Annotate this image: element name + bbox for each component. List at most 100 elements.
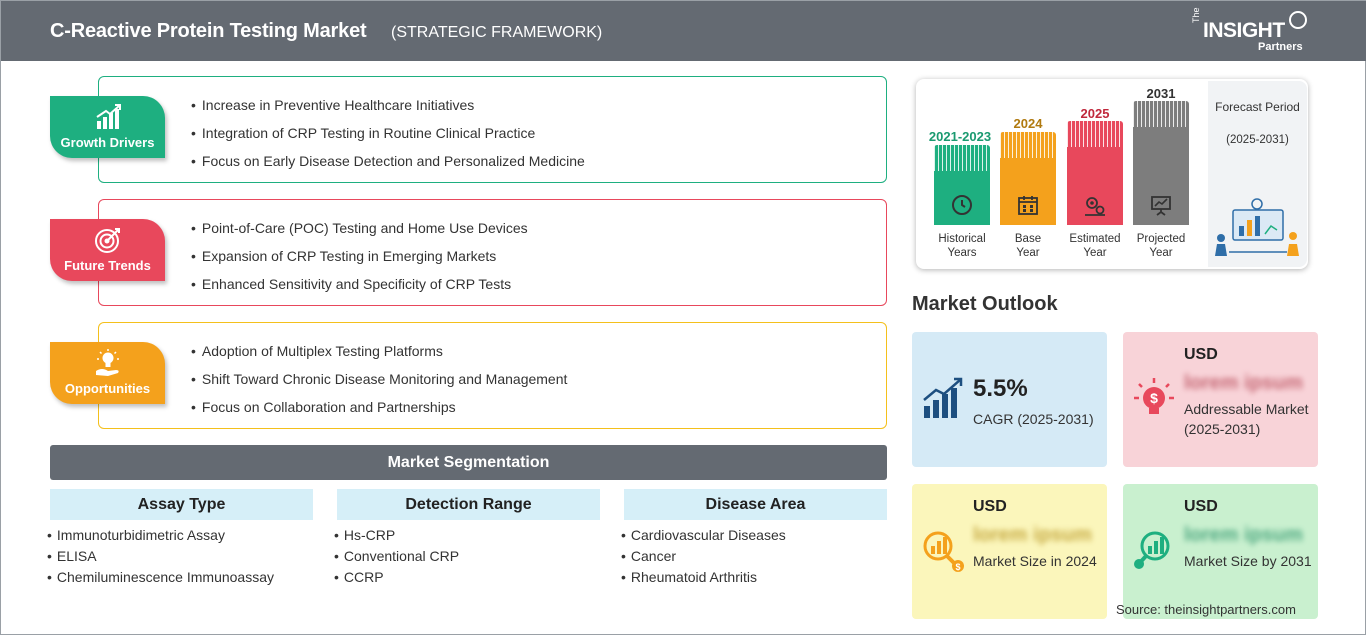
- label-line: Estimated: [1069, 233, 1121, 245]
- future-trends-list: Point-of-Care (POC) Testing and Home Use…: [191, 220, 528, 304]
- bar-stripe: [1067, 121, 1123, 147]
- future-trends-label: Future Trends: [64, 258, 151, 273]
- size2024-label: Market Size in 2024: [973, 553, 1097, 569]
- market-segmentation-bar: Market Segmentation: [50, 445, 887, 480]
- growth-drivers-label: Growth Drivers: [60, 135, 155, 150]
- size2024-value: lorem ipsum: [973, 524, 1092, 546]
- analytics-team-icon: [1215, 198, 1299, 256]
- list-item: Enhanced Sensitivity and Specificity of …: [191, 276, 528, 304]
- list-item: Shift Toward Chronic Disease Monitoring …: [191, 371, 568, 399]
- list-item: Hs-CRP: [334, 527, 459, 548]
- disease-area-header: Disease Area: [624, 489, 887, 520]
- list-item: Rheumatoid Arthritis: [621, 569, 786, 590]
- header-bar: C-Reactive Protein Testing Market (STRAT…: [1, 1, 1366, 61]
- presentation-icon: [1151, 196, 1171, 216]
- logo-ring-icon: [1289, 11, 1307, 29]
- opportunities-badge: Opportunities: [50, 342, 165, 404]
- addressable-currency: USD: [1184, 346, 1218, 363]
- dollar-bulb-icon: $: [1134, 378, 1174, 414]
- list-item: Focus on Collaboration and Partnerships: [191, 399, 567, 427]
- addressable-value: lorem ipsum: [1184, 372, 1303, 394]
- list-item: Expansion of CRP Testing in Emerging Mar…: [191, 248, 528, 276]
- year-projected: 2031: [1146, 86, 1176, 101]
- bar-base: [1000, 132, 1056, 225]
- page-subtitle: (STRATEGIC FRAMEWORK): [391, 24, 603, 41]
- market-size-2024-card: $ USD lorem ipsum Market Size in 2024: [912, 484, 1107, 619]
- label-line: Years: [947, 247, 977, 259]
- label-line: Base: [1014, 233, 1042, 245]
- label-projected: Projected Year: [1126, 232, 1196, 260]
- growth-drivers-list: Increase in Preventive Healthcare Initia…: [191, 97, 585, 181]
- year-historical: 2021-2023: [928, 129, 992, 144]
- list-item: Cardiovascular Diseases: [621, 527, 786, 548]
- page-title: C-Reactive Protein Testing Market: [50, 20, 367, 42]
- detection-range-header: Detection Range: [337, 489, 600, 520]
- bar-stripe: [934, 145, 990, 171]
- label-line: Year: [1016, 247, 1040, 259]
- list-item: Focus on Early Disease Detection and Per…: [191, 153, 585, 181]
- cagr-value: 5.5%: [973, 375, 1028, 402]
- opportunities-card: Adoption of Multiplex Testing Platforms …: [98, 322, 887, 429]
- list-item: Cancer: [621, 548, 786, 569]
- forecast-range: (2025-2031): [1226, 134, 1289, 146]
- svg-text:$: $: [955, 562, 960, 572]
- label-estimated: Estimated Year: [1059, 232, 1131, 260]
- label-line: Historical: [938, 233, 986, 245]
- year-estimated: 2025: [1080, 106, 1110, 121]
- bar-historical: [934, 145, 990, 225]
- logo-the: The: [1191, 7, 1201, 23]
- list-item: Adoption of Multiplex Testing Platforms: [191, 343, 567, 371]
- list-item: Chemiluminescence Immunoassay: [47, 569, 274, 590]
- list-item: Increase in Preventive Healthcare Initia…: [191, 97, 585, 125]
- size2024-currency: USD: [973, 498, 1007, 515]
- list-item: Integration of CRP Testing in Routine Cl…: [191, 125, 585, 153]
- label-base: Base Year: [994, 232, 1062, 260]
- opportunities-label: Opportunities: [64, 381, 151, 396]
- assay-type-header: Assay Type: [50, 489, 313, 520]
- label-line: Year: [1083, 247, 1107, 259]
- list-item: Immunoturbidimetric Assay: [47, 527, 274, 548]
- label-historical: Historical Years: [922, 232, 1002, 260]
- addressable-market-card: $ USD lorem ipsum Addressable Market (20…: [1123, 332, 1318, 467]
- growth-chart-icon: [96, 104, 121, 129]
- opportunities-list: Adoption of Multiplex Testing Platforms …: [191, 343, 568, 427]
- coins-magnifier-icon: $: [923, 531, 964, 572]
- source-credit: Source: theinsightpartners.com: [1116, 602, 1296, 617]
- size2031-value: lorem ipsum: [1184, 524, 1303, 546]
- svg-text:$: $: [1150, 390, 1158, 406]
- label-line: Year: [1149, 247, 1173, 259]
- list-item: Conventional CRP: [334, 548, 459, 569]
- list-item: CCRP: [334, 569, 459, 590]
- growth-drivers-badge: Growth Drivers: [50, 96, 165, 158]
- gears-icon: [1085, 197, 1105, 216]
- disease-area-list: Cardiovascular Diseases Cancer Rheumatoi…: [621, 527, 786, 590]
- size2031-currency: USD: [1184, 498, 1218, 515]
- calendar-icon: [1018, 196, 1038, 215]
- cagr-card: 5.5% CAGR (2025-2031): [912, 332, 1107, 467]
- cagr-label: CAGR (2025-2031): [973, 411, 1094, 427]
- size2031-label: Market Size by 2031: [1184, 553, 1312, 569]
- growth-bars-icon: [923, 377, 963, 418]
- forecast-title: Forecast Period: [1215, 100, 1300, 114]
- future-trends-card: Point-of-Care (POC) Testing and Home Use…: [98, 199, 887, 306]
- logo-main: INSIGHT: [1203, 19, 1285, 42]
- chart-magnifier-icon: [1134, 531, 1170, 569]
- list-item: ELISA: [47, 548, 274, 569]
- market-outlook-title: Market Outlook: [912, 293, 1058, 315]
- bar-stripe: [1133, 101, 1189, 127]
- addressable-label: Addressable Market (2025-2031): [1184, 401, 1309, 437]
- future-trends-badge: Future Trends: [50, 219, 165, 281]
- history-icon: [952, 195, 972, 215]
- logo-sub: Partners: [1258, 41, 1303, 53]
- growth-drivers-card: Increase in Preventive Healthcare Initia…: [98, 76, 887, 183]
- detection-range-list: Hs-CRP Conventional CRP CCRP: [334, 527, 459, 590]
- assay-type-list: Immunoturbidimetric Assay ELISA Chemilum…: [47, 527, 274, 590]
- insight-partners-logo: The INSIGHT Partners: [1191, 7, 1321, 55]
- bar-stripe: [1000, 132, 1056, 158]
- list-item: Point-of-Care (POC) Testing and Home Use…: [191, 220, 528, 248]
- bar-estimated: [1067, 121, 1123, 225]
- target-icon: [95, 228, 120, 253]
- lightbulb-hand-icon: [96, 349, 119, 376]
- market-size-2031-card: USD lorem ipsum Market Size by 2031: [1123, 484, 1318, 619]
